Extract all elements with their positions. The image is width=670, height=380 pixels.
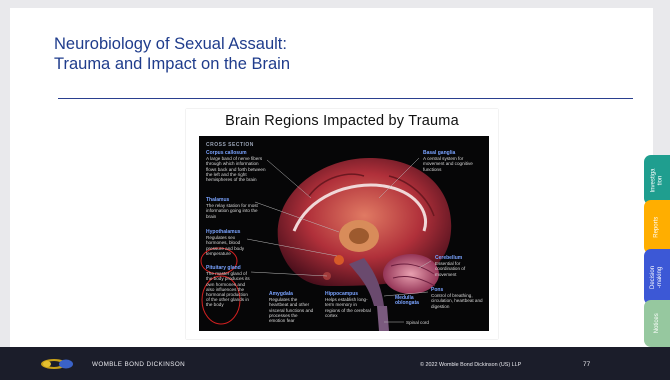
- label-amygdala-desc: Regulates the heartbeat and other viscer…: [269, 297, 313, 323]
- page-number: 77: [583, 361, 590, 368]
- label-corpus-callosum-desc: A large band of nerve fibers through whi…: [206, 156, 266, 182]
- brain-figure[interactable]: Brain Regions Impacted by Trauma: [186, 109, 498, 339]
- slide-canvas: Neurobiology of Sexual Assault: Trauma a…: [10, 8, 653, 347]
- label-thalamus-desc: The relay station for most information g…: [206, 203, 258, 218]
- label-cerebellum: Cerebellum Essential for coordination of…: [435, 256, 485, 277]
- tab-investigation-label: Investiga tion: [650, 168, 663, 192]
- slide-title-line-1: Neurobiology of Sexual Assault:: [54, 34, 454, 54]
- tab-notices[interactable]: Notices: [644, 300, 670, 347]
- label-medulla-oblongata: Medulla oblongata: [395, 296, 429, 306]
- label-hypothalamus-desc: Regulates sex hormones, blood pressure a…: [206, 235, 244, 256]
- label-corpus-callosum: Corpus callosum A large band of nerve fi…: [206, 151, 268, 182]
- label-spinal-cord: Spinal cord: [406, 320, 446, 325]
- label-amygdala: Amygdala Regulates the heartbeat and oth…: [269, 292, 315, 323]
- label-pituitary-gland: Pituitary gland The master gland of the …: [206, 266, 252, 308]
- brain-cross-section-image: CROSS SECTION Corpus callosum A large ba…: [199, 136, 489, 331]
- label-pituitary-gland-desc: The master gland of the body produces it…: [206, 271, 250, 307]
- figure-title: Brain Regions Impacted by Trauma: [186, 113, 498, 129]
- brand-name: WOMBLE BOND DICKINSON: [92, 361, 185, 368]
- tab-investigation[interactable]: Investiga tion: [644, 155, 670, 205]
- slide-title: Neurobiology of Sexual Assault: Trauma a…: [54, 34, 454, 74]
- cross-section-label: CROSS SECTION: [206, 142, 254, 148]
- tab-decision-making[interactable]: Decision -making: [644, 249, 670, 305]
- wbd-logo-icon: [36, 357, 86, 371]
- tab-reports-label: Reports: [654, 216, 661, 237]
- label-hippocampus-desc: Helps establish long-term memory in regi…: [325, 297, 371, 318]
- label-hypothalamus: Hypothalamus Regulates sex hormones, blo…: [206, 230, 251, 256]
- tab-decision-making-label: Decision -making: [650, 265, 663, 288]
- label-spinal-cord-name: Spinal cord: [406, 320, 429, 325]
- slide-title-line-2: Trauma and Impact on the Brain: [54, 54, 454, 74]
- title-divider: [58, 98, 633, 99]
- label-thalamus: Thalamus The relay station for most info…: [206, 198, 258, 219]
- tab-reports[interactable]: Reports: [644, 200, 670, 254]
- label-basal-ganglia-desc: A central system for movement and cognit…: [423, 156, 473, 171]
- label-pons: Pons Control of breathing, circulation, …: [431, 288, 485, 309]
- label-basal-ganglia: Basal ganglia A central system for movem…: [423, 151, 478, 172]
- copyright-text: © 2022 Womble Bond Dickinson (US) LLP: [420, 362, 521, 368]
- slide-footer: WOMBLE BOND DICKINSON © 2022 Womble Bond…: [0, 347, 670, 380]
- label-hippocampus: Hippocampus Helps establish long-term me…: [325, 292, 371, 318]
- label-medulla-oblongata-name: Medulla oblongata: [395, 296, 429, 306]
- label-pons-desc: Control of breathing, circulation, heart…: [431, 293, 483, 308]
- label-cerebellum-desc: Essential for coordination of movement: [435, 261, 465, 276]
- tab-notices-label: Notices: [654, 313, 661, 333]
